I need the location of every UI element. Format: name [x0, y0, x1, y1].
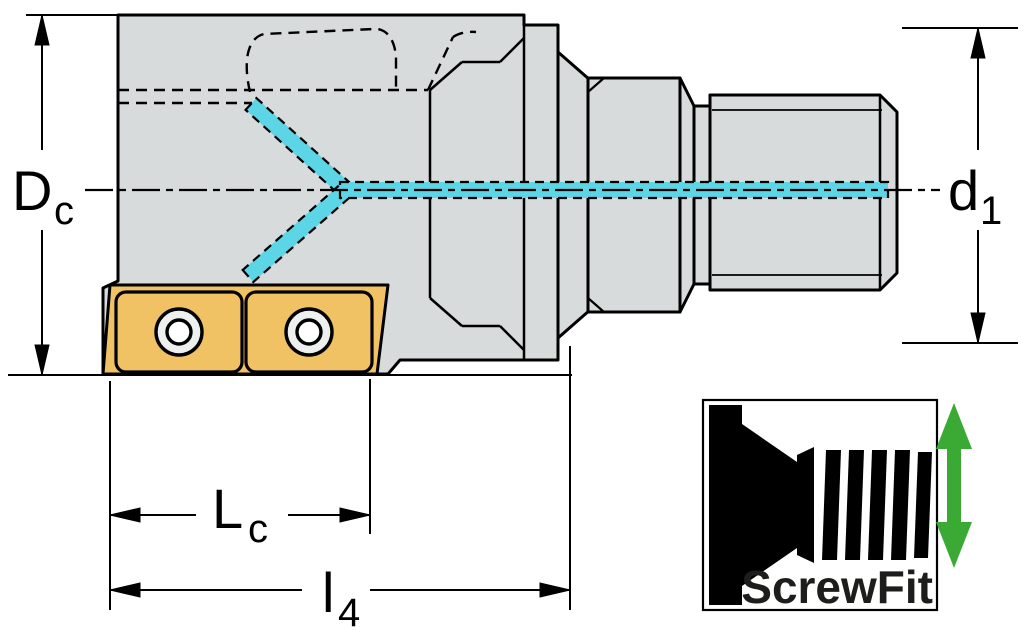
icon-thread-bar: [914, 452, 932, 558]
label-Lc-main: L: [212, 477, 243, 540]
label-mask: [196, 468, 288, 548]
icon-taper: [742, 424, 797, 586]
coolant-branch-lower: [241, 182, 353, 284]
arrowhead-left-icon: [109, 507, 141, 523]
arrowhead-up-icon: [970, 27, 986, 59]
insert-screw-hole: [165, 318, 193, 346]
label-d1-main: d: [948, 159, 979, 222]
logo-frame: [701, 398, 939, 612]
dim-label-d1: d 1: [940, 150, 1016, 233]
collar-chamfer-top: [587, 77, 605, 93]
icon-thread-bar: [822, 450, 841, 560]
screwfit-icon: [709, 405, 932, 605]
icon-flange: [709, 405, 742, 605]
hidden-lines: [118, 27, 477, 105]
icon-neck: [797, 447, 814, 563]
collar-chamfer-bottom: [587, 297, 605, 313]
arrow-head-up: [936, 403, 972, 449]
label-Dc-main: D: [12, 159, 52, 222]
label-d1-sub: 1: [980, 189, 1002, 233]
label-mask: [302, 552, 370, 628]
dim-label-Lc: L c: [196, 468, 288, 551]
screwfit-axial-arrow-icon: [936, 403, 972, 568]
screwfit-logo: ScrewFit: [701, 398, 972, 613]
arrowhead-down-icon: [970, 312, 986, 344]
insert-screw-hole: [295, 318, 323, 346]
arrow-head-down: [936, 522, 972, 568]
label-mask: [6, 150, 80, 230]
dim-label-l4: l 4: [302, 552, 370, 635]
label-mask: [940, 150, 1016, 230]
arrow-shaft: [947, 446, 961, 526]
coolant-branch-upper: [244, 96, 353, 198]
arrowhead-right-icon: [339, 507, 371, 523]
icon-thread-bar: [845, 450, 864, 560]
arrowhead-up-icon: [34, 14, 50, 46]
label-l4-main: l: [322, 561, 334, 624]
dim-label-Dc: D c: [6, 150, 80, 233]
label-l4-sub: 4: [338, 591, 360, 635]
screwfit-wordmark: ScrewFit: [741, 561, 933, 613]
icon-thread-bar: [868, 450, 887, 560]
icon-thread-bar: [891, 450, 910, 560]
label-Dc-sub: c: [54, 189, 74, 233]
insert-seat: [101, 283, 390, 376]
label-Lc-sub: c: [248, 507, 268, 551]
arrowhead-right-icon: [539, 582, 571, 598]
arrowhead-down-icon: [34, 344, 50, 376]
arrowhead-left-icon: [109, 582, 141, 598]
